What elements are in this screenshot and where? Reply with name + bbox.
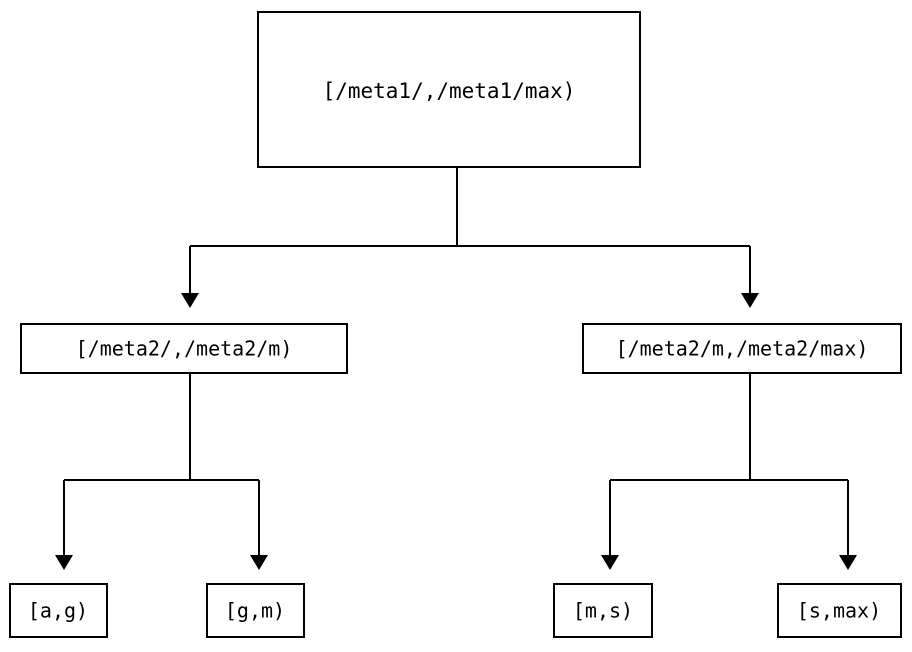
node-level2-right-label: [/meta2/m,/meta2/max) [616, 337, 869, 361]
node-root-box [256, 10, 642, 169]
node-root[interactable]: [/meta1/,/meta1/max) [256, 10, 642, 169]
node-level2-left-box [19, 322, 349, 375]
node-level2-left-label: [/meta2/,/meta2/m) [76, 337, 293, 361]
node-leaf-ms-box [552, 582, 654, 639]
node-leaf-smax-label: [s,max) [797, 599, 881, 623]
node-leaf-ms-label: [m,s) [573, 599, 633, 623]
edge-group-left-mid-to-leaves [55, 373, 268, 570]
node-leaf-smax[interactable]: [s,max) [776, 582, 903, 639]
node-leaf-smax-box [776, 582, 903, 639]
edge-group-right-mid-to-leaves [601, 373, 857, 570]
node-level2-right[interactable]: [/meta2/m,/meta2/max) [581, 322, 903, 375]
node-leaf-gm[interactable]: [g,m) [205, 582, 306, 639]
node-leaf-gm-label: [g,m) [225, 599, 285, 623]
arrowhead-leaf-gm [250, 555, 268, 570]
node-level2-left[interactable]: [/meta2/,/meta2/m) [19, 322, 349, 375]
arrowhead-right-mid [741, 293, 759, 308]
node-leaf-ag-label: [a,g) [28, 599, 88, 623]
arrowhead-leaf-ag [55, 555, 73, 570]
edge-group-root-to-level2 [181, 167, 759, 308]
arrowhead-leaf-smax [839, 555, 857, 570]
node-leaf-ms[interactable]: [m,s) [552, 582, 654, 639]
node-leaf-ag-box [8, 582, 109, 639]
arrowhead-left-mid [181, 293, 199, 308]
arrowhead-leaf-ms [601, 555, 619, 570]
node-leaf-ag[interactable]: [a,g) [8, 582, 109, 639]
node-root-label: [/meta1/,/meta1/max) [323, 79, 576, 103]
node-leaf-gm-box [205, 582, 306, 639]
node-level2-right-box [581, 322, 903, 375]
